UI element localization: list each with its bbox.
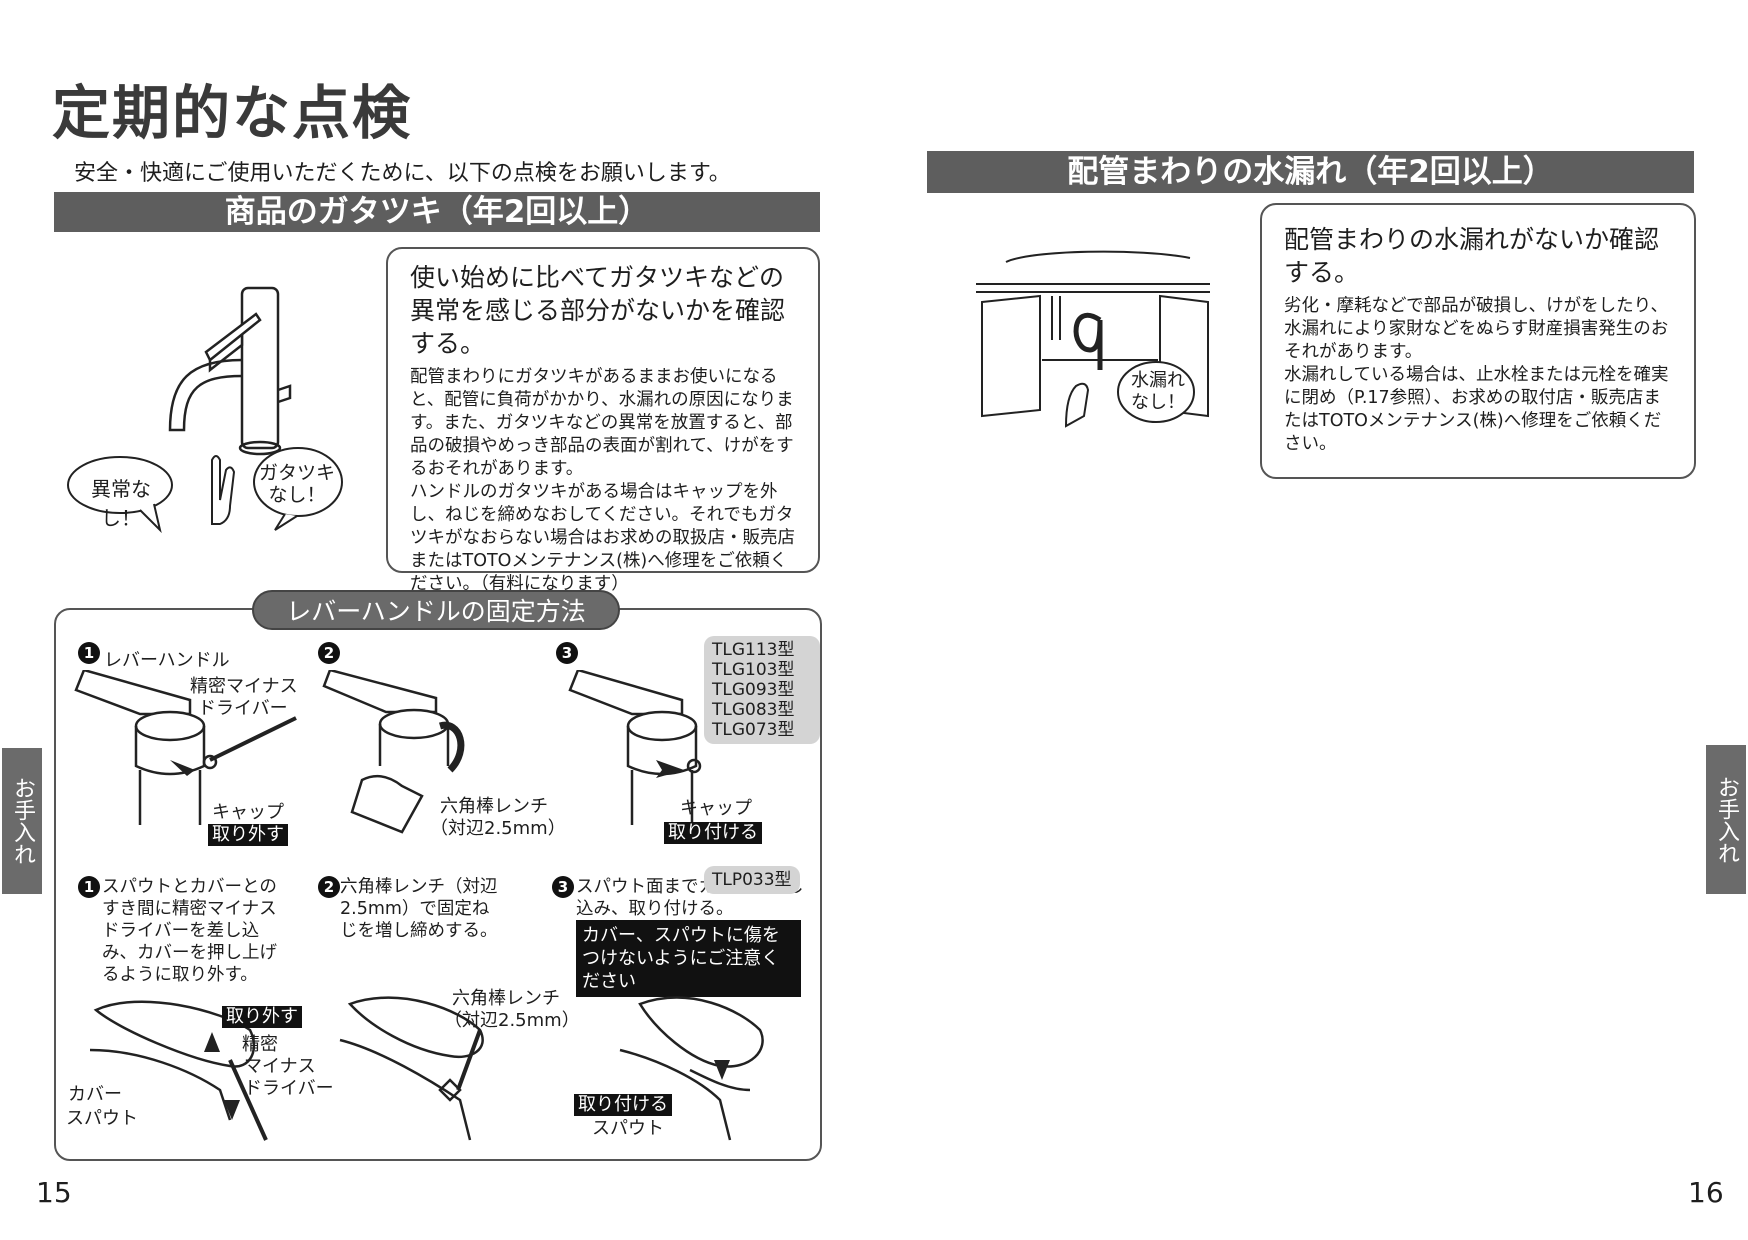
label-hex-wrench-2: （対辺2.5mm） (430, 818, 566, 839)
bubble-no-rattle-line2: なし！ (268, 484, 326, 506)
page-number-left: 15 (36, 1176, 72, 1209)
rattle-check-box: 使い始めに比べてガタツキなどの異常を感じる部分がないかを確認する。 配管まわりに… (386, 247, 820, 594)
step2-text: 六角棒レンチ（対辺2.5mm）で固定ねじを増し締めする。 (340, 877, 498, 941)
rattle-check-body: 配管まわりにガタツキがあるままお使いになると、配管に負荷がかかり、水漏れの原因に… (410, 367, 794, 479)
label-remove-1: 取り外す (208, 824, 288, 846)
label-hex-wrench-4: （対辺2.5mm） (444, 1010, 580, 1031)
step-number-1b: 1 (78, 876, 100, 898)
label-cap-1: キャップ (212, 802, 284, 823)
bubble-no-leak-line2: なし！ (1131, 392, 1185, 413)
leak-check-heading: 配管まわりの水漏れがないか確認する。 (1284, 225, 1660, 287)
screw-tighten-illustration (339, 996, 484, 1141)
lever-removal-illustration (74, 670, 297, 825)
leak-check-box: 配管まわりの水漏れがないか確認する。 劣化・摩耗などで部品が破損し、けがをしたり… (1260, 203, 1696, 479)
intro-text: 安全・快適にご使用いただくために、以下の点検をお願いします。 (74, 161, 731, 186)
model-a-5: TLG073型 (712, 720, 795, 740)
label-spout-1: スパウト (66, 1108, 138, 1129)
side-tab-left: お手入れ (2, 748, 42, 894)
page-number-right: 16 (1688, 1176, 1724, 1209)
hex-wrench-illustration (322, 670, 465, 834)
rattle-check-body2: ハンドルのガタツキがある場合はキャップを外し、ねじを締めなおしてください。それで… (410, 482, 795, 594)
leak-check-body: 劣化・摩耗などで部品が破損し、けがをしたり、水漏れにより家財などをぬらす財産損害… (1284, 296, 1669, 362)
step-number-3: 3 (556, 642, 578, 664)
label-remove-2: 取り外す (222, 1006, 302, 1028)
cap-attach-illustration (568, 670, 702, 825)
rattle-check-heading: 使い始めに比べてガタツキなどの異常を感じる部分がないかを確認する。 (410, 263, 786, 358)
faucet-illustration (67, 286, 343, 534)
page-title: 定期的な点検 (52, 79, 413, 147)
label-spout-2: スパウト (592, 1118, 664, 1139)
cover-attach-illustration (619, 996, 764, 1141)
model-b: TLP033型 (704, 866, 800, 894)
side-tab-right: お手入れ (1706, 745, 1746, 894)
label-precision-driver-1: 精密マイナス (190, 676, 298, 697)
bubble-no-rattle-line1: ガタツキ (258, 462, 335, 484)
bubble-no-leak: 水漏れ なし！ (1126, 370, 1190, 414)
step-number-3b: 3 (552, 876, 574, 898)
model-a-4: TLG083型 (712, 700, 795, 720)
label-attach-2: 取り付ける (574, 1094, 672, 1116)
leak-check-body2: 水漏れしている場合は、止水栓または元栓を確実に閉め（P.17参照）、お求めの取付… (1284, 365, 1669, 454)
step1-text: スパウトとカバーとのすき間に精密マイナスドライバーを差し込み、カバーを押し上げる… (102, 877, 277, 985)
section2-title-bar: 配管まわりの水漏れ（年2回以上） (927, 151, 1694, 193)
bubble-no-anomaly: 異常なし！ (91, 477, 151, 530)
label-hex-wrench-3: 六角棒レンチ (452, 988, 560, 1009)
model-a-1: TLG113型 (712, 640, 795, 660)
label-driver: ドライバー (244, 1078, 334, 1099)
model-a-3: TLG093型 (712, 680, 795, 700)
label-cover: カバー (68, 1084, 122, 1105)
lever-fixing-title: レバーハンドルの固定方法 (252, 590, 620, 630)
cover-removal-illustration (89, 1000, 268, 1141)
label-cap-2: キャップ (680, 798, 752, 819)
label-attach-1: 取り付ける (664, 822, 762, 844)
model-a-2: TLG103型 (712, 660, 795, 680)
model-list-a: TLG113型 TLG103型 TLG093型 TLG083型 TLG073型 (704, 636, 820, 744)
step-number-1: 1 (78, 642, 100, 664)
pipe-illustration (976, 250, 1210, 428)
label-minus: マイナス (244, 1056, 316, 1077)
caution-note: カバー、スパウトに傷をつけないようにご注意ください (576, 920, 801, 997)
bubble-no-leak-line1: 水漏れ (1131, 370, 1185, 391)
step-number-2: 2 (318, 642, 340, 664)
section1-title-bar: 商品のガタツキ（年2回以上） (54, 192, 820, 232)
label-precision-driver-2: ドライバー (198, 698, 288, 719)
step-number-2b: 2 (318, 876, 340, 898)
bubble-no-rattle: ガタツキ なし！ (258, 462, 336, 506)
label-seimitsu: 精密 (242, 1034, 278, 1055)
label-hex-wrench-1: 六角棒レンチ (440, 796, 548, 817)
label-lever-handle: レバーハンドル (104, 650, 230, 671)
